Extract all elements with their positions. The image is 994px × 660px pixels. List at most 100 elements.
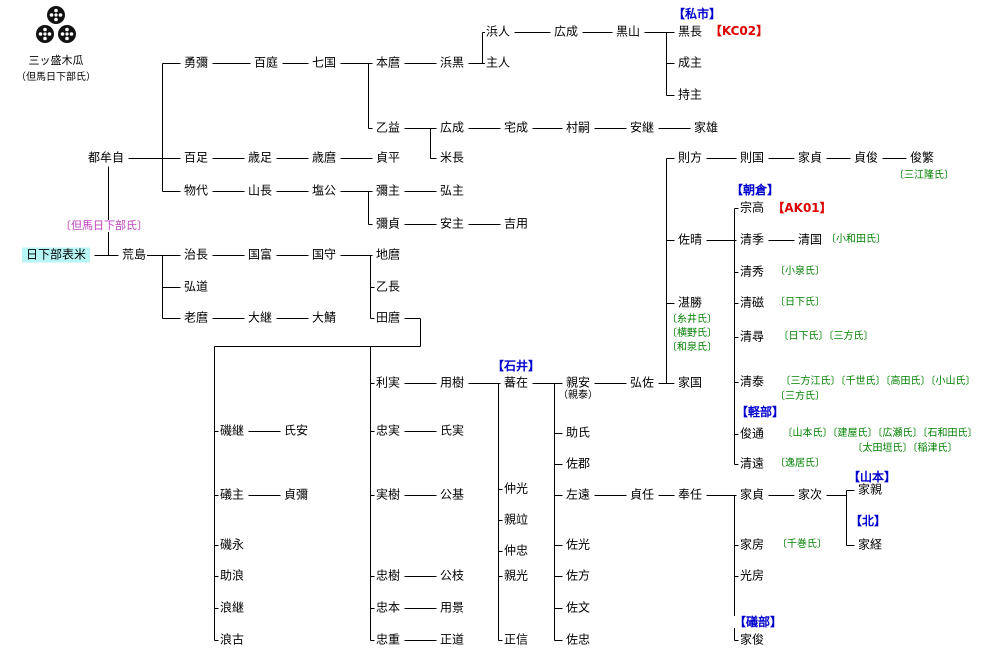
person-node: 弘主 <box>438 183 466 198</box>
person-node: 黒山 <box>614 24 642 39</box>
person-node: 宗高 <box>738 200 766 215</box>
crest-subtitle: （但馬日下部氏） <box>16 72 96 83</box>
clan-label: 〔糸井氏〕 <box>667 314 717 326</box>
person-node: 百庭 <box>252 55 280 70</box>
person-node: 忠重 <box>374 632 402 647</box>
person-node: 清尋 <box>738 329 766 344</box>
person-node: 左遠 <box>564 487 592 502</box>
person-node: 国富 <box>246 247 274 262</box>
branch-label: 【石井】 <box>491 359 541 373</box>
person-node: 家貞 <box>796 150 824 165</box>
crossref-label: 【KC02】 <box>709 24 769 38</box>
person-node: 親光 <box>502 568 530 583</box>
person-node: 持主 <box>676 87 704 102</box>
person-node: 湛勝 <box>676 295 704 310</box>
person-node: 治長 <box>182 247 210 262</box>
person-node: 家国 <box>676 375 704 390</box>
clan-label: 〔日下氏〕〔三方氏〕 <box>778 331 874 343</box>
clan-label: 〔小泉氏〕 <box>775 266 825 278</box>
person-node: 礒主 <box>218 487 246 502</box>
person-node: 清国 <box>796 232 824 247</box>
person-node: 都牟自 <box>86 150 126 165</box>
person-node: 家房 <box>738 537 766 552</box>
person-node: 用樹 <box>438 375 466 390</box>
person-node: 清泰 <box>738 374 766 389</box>
person-node: 仲忠 <box>502 543 530 558</box>
person-node: 則国 <box>738 150 766 165</box>
person-node: 貞任 <box>628 487 656 502</box>
person-node: 利実 <box>374 375 402 390</box>
person-node: 氏実 <box>438 423 466 438</box>
person-node: 光房 <box>738 568 766 583</box>
person-node: 広成 <box>438 120 466 135</box>
person-node: 公枝 <box>438 568 466 583</box>
person-node: 忠樹 <box>374 568 402 583</box>
person-node: 家俊 <box>738 632 766 647</box>
person-node: 弘佐 <box>628 375 656 390</box>
person-node: 弘道 <box>182 279 210 294</box>
branch-label: 【朝倉】 <box>730 183 780 197</box>
person-node: 家経 <box>856 537 884 552</box>
person-node: 佐晴 <box>676 232 704 247</box>
person-node: 忠本 <box>374 600 402 615</box>
branch-label: 【軽部】 <box>735 405 785 419</box>
person-node: 乙長 <box>374 279 402 294</box>
person-node: 山長 <box>246 183 274 198</box>
clan-label: 〔横野氏〕 <box>667 328 717 340</box>
clan-label: 〔日下氏〕 <box>775 297 825 309</box>
person-node: 主人 <box>484 55 512 70</box>
person-node: 助浪 <box>218 568 246 583</box>
person-node-root: 日下部表米 <box>21 247 91 263</box>
branch-label: 【北】 <box>849 514 887 528</box>
person-node: 村嗣 <box>564 120 592 135</box>
person-node: 公基 <box>438 487 466 502</box>
family-crest: 三ッ盛木瓜 （但馬日下部氏） <box>6 4 106 83</box>
clan-label: 〔千巻氏〕 <box>777 539 827 551</box>
person-node: 浜黒 <box>438 55 466 70</box>
clan-label: 〔山本氏〕〔建屋氏〕〔広瀬氏〕〔石和田氏〕 <box>782 428 978 440</box>
person-node: 則方 <box>676 150 704 165</box>
person-node: 正道 <box>438 632 466 647</box>
person-node: 貞俊 <box>852 150 880 165</box>
person-node: 佐文 <box>564 600 592 615</box>
person-node: 清遠 <box>738 456 766 471</box>
person-node: 浪継 <box>218 600 246 615</box>
person-node: 歳麿 <box>310 150 338 165</box>
person-node: 地麿 <box>374 247 402 262</box>
person-node: 佐方 <box>564 568 592 583</box>
person-node: 国守 <box>310 247 338 262</box>
person-node: 黒長 <box>676 24 704 39</box>
person-node: 佐郡 <box>564 456 592 471</box>
person-node: 氏安 <box>282 423 310 438</box>
person-node: 百足 <box>182 150 210 165</box>
person-node: 佐忠 <box>564 632 592 647</box>
clan-label: 〔三方江氏〕〔千世氏〕〔高田氏〕〔小山氏〕 <box>780 376 976 388</box>
person-node: 広成 <box>552 24 580 39</box>
person-node: 荒島 <box>120 247 148 262</box>
person-node: 田麿 <box>374 310 402 325</box>
person-node: 歳足 <box>246 150 274 165</box>
crest-icon <box>36 6 76 43</box>
person-node: 浜人 <box>484 24 512 39</box>
person-node: 親竝 <box>502 512 530 527</box>
person-node: 老麿 <box>182 310 210 325</box>
person-node: 彌貞 <box>374 216 402 231</box>
crossref-label: 【AK01】 <box>772 201 832 215</box>
person-node: 佐光 <box>564 537 592 552</box>
person-node: 清秀 <box>738 264 766 279</box>
person-node: 家雄 <box>692 120 720 135</box>
person-node: 磯継 <box>218 423 246 438</box>
person-node: 彌主 <box>374 183 402 198</box>
clan-label: 〔小和田氏〕 <box>826 234 886 246</box>
person-node: 奉任 <box>676 487 704 502</box>
person-node: 物代 <box>182 183 210 198</box>
person-node: 勇彌 <box>182 55 210 70</box>
branch-label: 【山本】 <box>847 470 897 484</box>
crest-title: 三ッ盛木瓜 <box>28 54 84 67</box>
person-node: 蕃在 <box>502 375 530 390</box>
person-node: 忠実 <box>374 423 402 438</box>
person-node: 安継 <box>628 120 656 135</box>
clan-label: 〔和泉氏〕 <box>667 342 717 354</box>
origin-label: 〔但馬日下部氏〕 <box>60 219 148 232</box>
